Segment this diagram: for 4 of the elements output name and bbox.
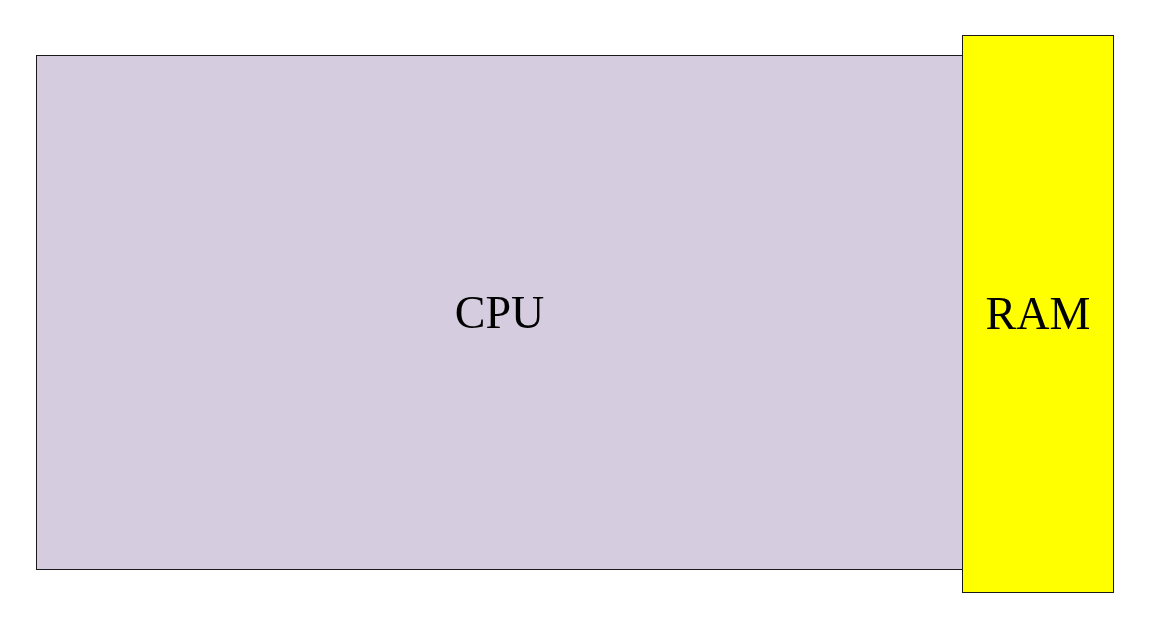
node-label: RAM (985, 291, 1091, 337)
cpu-block (36, 55, 963, 570)
ram-block (962, 35, 1114, 593)
node-label: CPU (454, 289, 545, 336)
